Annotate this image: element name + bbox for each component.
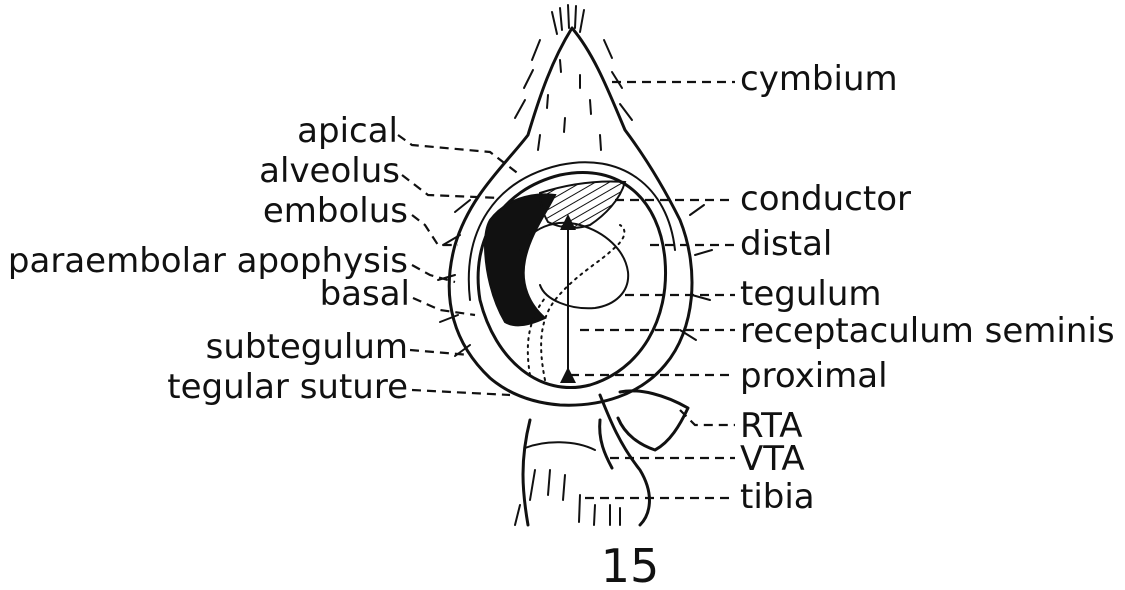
figure-number: 15 xyxy=(601,539,660,590)
label-proximal: proximal xyxy=(740,356,888,396)
label-distal: distal xyxy=(740,224,832,264)
label-tegular-suture: tegular suture xyxy=(167,367,408,407)
label-tegulum: tegulum xyxy=(740,274,882,314)
tibia-outline xyxy=(523,420,530,525)
label-apical: apical xyxy=(297,111,398,151)
label-tibia: tibia xyxy=(740,477,815,517)
label-vta: VTA xyxy=(740,439,805,479)
tibia-base-line xyxy=(525,442,595,450)
label-receptaculum-seminis: receptaculum seminis xyxy=(740,311,1115,351)
conductor-shape xyxy=(540,182,625,228)
rta-shape xyxy=(618,391,688,450)
label-alveolus: alveolus xyxy=(259,151,400,191)
label-subtegulum: subtegulum xyxy=(206,327,408,367)
setae xyxy=(438,5,712,356)
embolus-loop xyxy=(520,223,628,308)
vta-shape xyxy=(600,420,612,468)
label-conductor: conductor xyxy=(740,179,911,219)
label-basal: basal xyxy=(320,274,410,314)
palp-drawing xyxy=(438,5,712,525)
labels: cymbium conductor distal tegulum recepta… xyxy=(8,59,1115,590)
label-cymbium: cymbium xyxy=(740,59,898,99)
label-embolus: embolus xyxy=(263,191,408,231)
